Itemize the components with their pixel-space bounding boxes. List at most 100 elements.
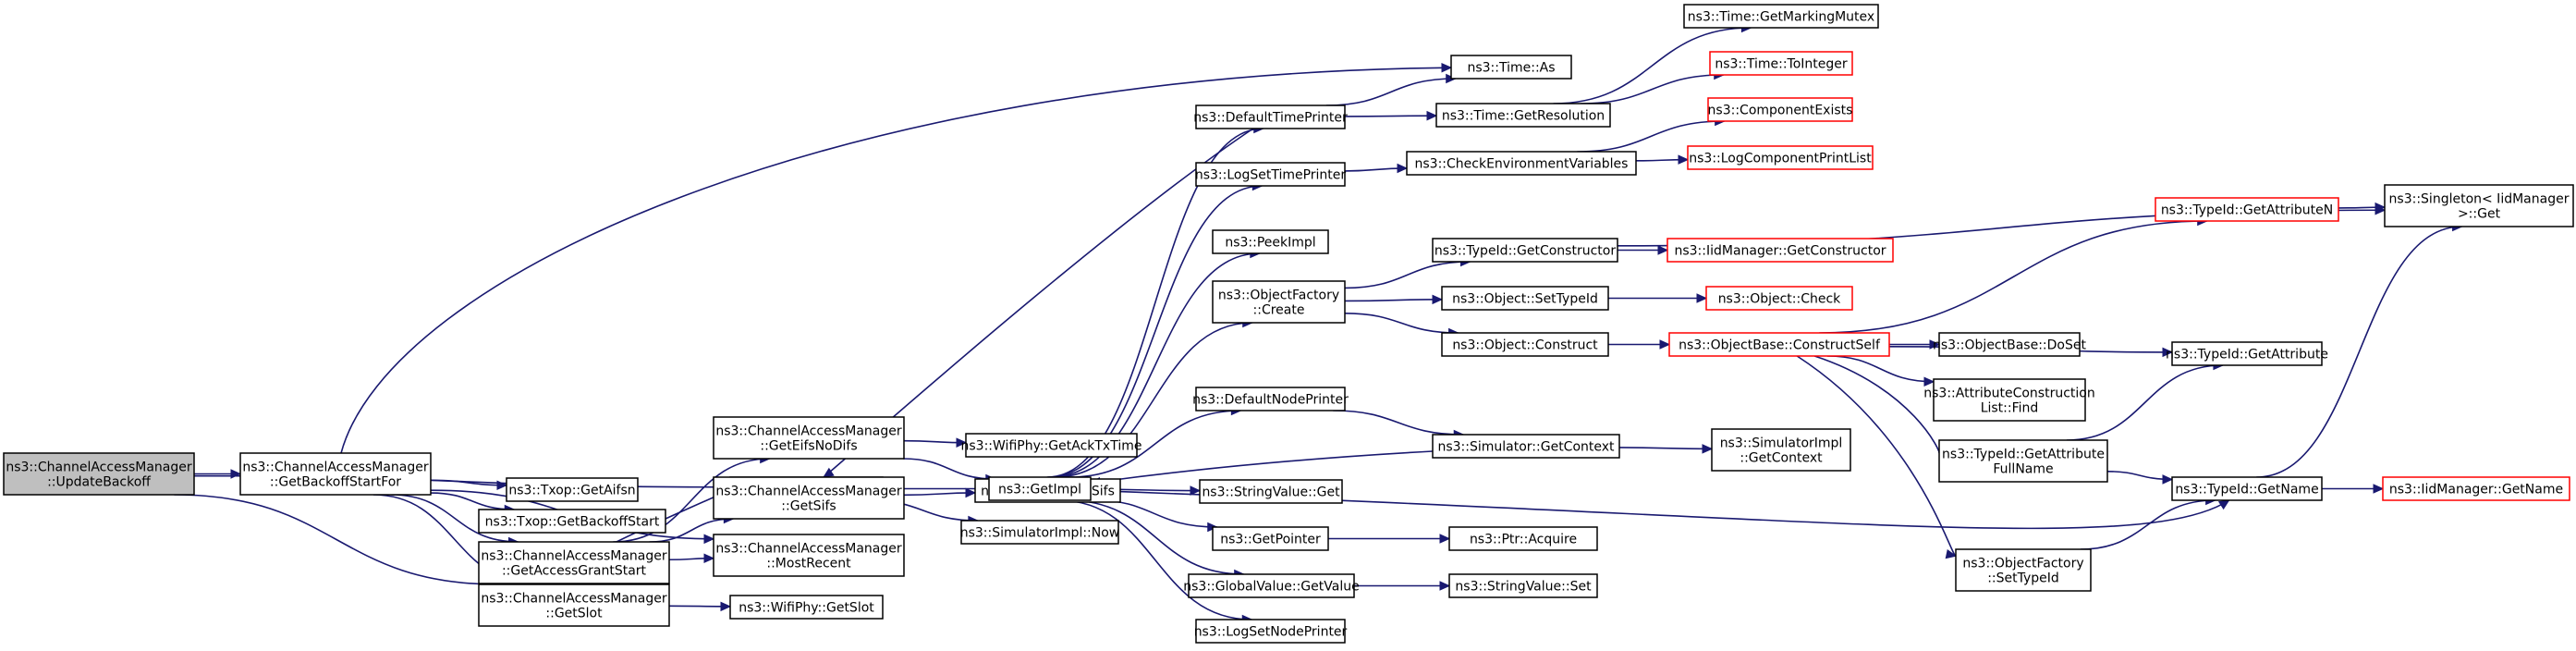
node-label: ns3::ObjectFactory <box>1218 289 1339 303</box>
node-n40[interactable]: ns3::SimulatorImpl::GetContext <box>1711 428 1851 472</box>
node-n9[interactable]: ns3::ChannelAccessManager::GetSifs <box>713 476 905 520</box>
node-n14[interactable]: ns3::GetImpl <box>988 476 1092 501</box>
node-n36[interactable]: ns3::LogComponentPrintList <box>1687 145 1874 170</box>
edge-line <box>1067 499 1244 575</box>
node-label: ns3::TypeId::GetAttributeN <box>2161 203 2333 218</box>
node-label: ::GetBackoffStartFor <box>270 475 401 490</box>
node-label: ns3::Object::Construct <box>1452 338 1598 353</box>
node-label: ns3::Ptr::Acquire <box>1470 533 1577 547</box>
node-n3[interactable]: ns3::ChannelAccessManager::GetSlot <box>478 583 670 627</box>
edge-line <box>391 494 519 543</box>
node-n41[interactable]: ns3::TypeId::GetAttributeN <box>2155 197 2339 222</box>
node-n34[interactable]: ns3::Time::ToInteger <box>1709 51 1853 76</box>
node-n8[interactable]: ns3::ChannelAccessManager::GetEifsNoDifs <box>713 416 905 460</box>
node-n16[interactable]: ns3::DefaultTimePrinter <box>1193 104 1348 129</box>
node-n22[interactable]: ns3::GetPointer <box>1212 526 1329 551</box>
edge-line <box>1048 185 1263 478</box>
node-n26[interactable]: ns3::CheckEnvironmentVariables <box>1406 151 1637 176</box>
edge-line <box>1344 313 1459 334</box>
node-n15[interactable]: ns3::SimulatorImpl::Now <box>960 520 1120 545</box>
arrowhead-icon <box>230 469 242 479</box>
node-n6[interactable]: ns3::Txop::GetBackoffStart <box>478 509 666 534</box>
node-n37[interactable]: ns3::IidManager::GetConstructor <box>1666 238 1894 263</box>
node-box <box>1450 55 1572 80</box>
edge-line <box>1344 261 1471 289</box>
node-n5[interactable]: ns3::Txop::GetAifsn <box>506 477 639 502</box>
node-label: ns3::StringValue::Set <box>1455 580 1592 595</box>
node-label: ns3::ChannelAccessManager <box>715 424 902 439</box>
node-box <box>1195 104 1346 129</box>
node-n7[interactable]: ns3::ChannelAccessManager::GetAccessGran… <box>478 541 670 584</box>
node-label: ns3::Time::ToInteger <box>1715 57 1848 72</box>
node-n33[interactable]: ns3::Time::GetMarkingMutex <box>1683 4 1879 29</box>
node-box <box>1441 332 1609 357</box>
arrowhead-icon <box>1397 163 1409 174</box>
node-n47[interactable]: ns3::TypeId::GetAttribute <box>2166 341 2328 366</box>
node-label: ns3::CheckEnvironmentVariables <box>1415 157 1629 172</box>
node-n42[interactable]: ns3::ObjectBase::DoSet <box>1933 332 2086 357</box>
node-n35[interactable]: ns3::ComponentExists <box>1707 97 1853 122</box>
node-n49[interactable]: ns3::IidManager::GetName <box>2382 476 2570 501</box>
node-n12[interactable]: ns3::WifiPhy::GetAckTxTime <box>961 433 1142 458</box>
node-n27[interactable]: ns3::TypeId::GetConstructor <box>1432 238 1618 263</box>
edge-line <box>1819 220 2207 334</box>
arrowhead-icon <box>2373 484 2385 494</box>
node-label: ns3::WifiPhy::GetAckTxTime <box>961 439 1142 454</box>
edge-line <box>1325 78 1456 106</box>
node-n39[interactable]: ns3::ObjectBase::ConstructSelf <box>1668 332 1890 357</box>
node-box <box>1705 286 1853 311</box>
edge-line <box>430 479 507 486</box>
node-box <box>713 534 905 577</box>
node-box <box>729 595 884 620</box>
node-n38[interactable]: ns3::Object::Check <box>1705 286 1853 311</box>
node-label: ns3::Time::As <box>1467 61 1555 76</box>
node-label: ns3::ChannelAccessManager <box>481 592 667 607</box>
node-n20[interactable]: ns3::DefaultNodePrinter <box>1192 387 1349 411</box>
node-n17[interactable]: ns3::LogSetTimePrinter <box>1195 162 1347 187</box>
node-n24[interactable]: ns3::LogSetNodePrinter <box>1194 619 1348 644</box>
node-n45[interactable]: ns3::ObjectFactory::SetTypeId <box>1955 548 2092 592</box>
arrowhead-icon <box>956 437 968 448</box>
edge-line <box>1054 322 1252 478</box>
node-box <box>960 520 1119 545</box>
node-n32[interactable]: ns3::StringValue::Set <box>1448 573 1598 598</box>
node-n18[interactable]: ns3::PeekImpl <box>1212 229 1329 254</box>
edge-n1-to-n4 <box>340 62 1453 454</box>
node-box <box>1432 434 1620 459</box>
node-n25[interactable]: ns3::Time::GetResolution <box>1435 103 1611 128</box>
node-n11[interactable]: ns3::WifiPhy::GetSlot <box>729 595 884 620</box>
node-box <box>1212 280 1346 324</box>
node-n23[interactable]: ns3::GlobalValue::GetValue <box>1183 573 1360 598</box>
arrowhead-icon <box>1657 245 1669 255</box>
node-n48[interactable]: ns3::TypeId::GetName <box>2171 476 2323 501</box>
node-n28[interactable]: ns3::Object::SetTypeId <box>1441 286 1609 311</box>
node-label: FullName <box>1993 462 2053 477</box>
edge-n16-to-n25 <box>1344 110 1438 121</box>
node-label: ns3::GetPointer <box>1220 533 1321 547</box>
node-n30[interactable]: ns3::Simulator::GetContext <box>1432 434 1620 459</box>
arrowhead-icon <box>1426 110 1438 121</box>
edge-line <box>2080 499 2216 550</box>
node-label: ns3::Txop::GetBackoffStart <box>485 515 660 530</box>
edge-n48-to-n49 <box>2322 484 2385 494</box>
node-box <box>1212 526 1329 551</box>
node-n10[interactable]: ns3::ChannelAccessManager::MostRecent <box>713 534 905 577</box>
node-n21[interactable]: ns3::StringValue::Get <box>1199 479 1343 504</box>
node-box <box>2171 341 2323 366</box>
node-n1[interactable]: ns3::ChannelAccessManager::GetBackoffSta… <box>239 452 432 496</box>
node-label: ns3::LogComponentPrintList <box>1689 152 1872 166</box>
node-n31[interactable]: ns3::Ptr::Acquire <box>1448 526 1598 551</box>
node-n29[interactable]: ns3::Object::Construct <box>1441 332 1609 357</box>
node-label: ns3::ChannelAccessManager <box>481 549 667 564</box>
node-n4[interactable]: ns3::Time::As <box>1450 55 1572 80</box>
node-box <box>988 476 1092 501</box>
node-box <box>1668 332 1890 357</box>
node-n19[interactable]: ns3::ObjectFactory::Create <box>1212 280 1346 324</box>
node-n46[interactable]: ns3::Singleton< IidManager>::Get <box>2384 184 2574 227</box>
edge-n0-to-n3 <box>174 494 500 590</box>
node-label: ns3::Singleton< IidManager <box>2389 192 2570 207</box>
edges-layer <box>174 22 2463 625</box>
